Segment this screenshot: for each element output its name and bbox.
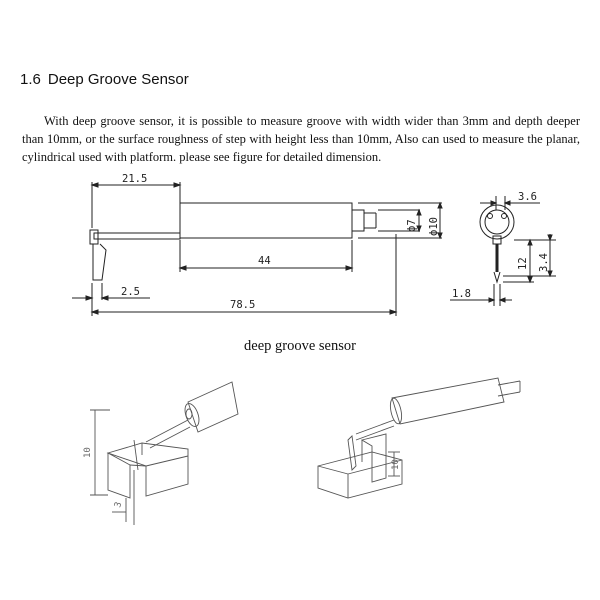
stylus-head — [89, 229, 99, 245]
section-number: 1.6 — [20, 71, 41, 88]
sensor-body — [179, 202, 353, 239]
iso-right-illustration — [317, 377, 521, 499]
dim-21-5: 21.5 — [122, 173, 147, 185]
end-view-outer-circle — [479, 204, 515, 240]
iso-right-sensor — [391, 377, 505, 425]
iso-dim-10-left: 10 — [83, 447, 93, 458]
section-heading: 1.6 Deep Groove Sensor — [20, 71, 189, 88]
sensor-stylus-rod — [93, 232, 181, 240]
dim-1-8: 1.8 — [452, 288, 471, 300]
dim-2-5: 2.5 — [121, 286, 140, 298]
dim-3-4: 3.4 — [538, 253, 550, 272]
dim-3-6: 3.6 — [518, 191, 537, 203]
description-paragraph: With deep groove sensor, it is possible … — [22, 112, 580, 166]
dim-phi7: ϕ7 — [406, 219, 418, 232]
section-title: Deep Groove Sensor — [47, 71, 189, 88]
iso-left-block — [106, 442, 189, 497]
iso-left-sensor — [187, 381, 239, 433]
iso-left-illustration — [90, 381, 239, 525]
description-text: With deep groove sensor, it is possible … — [22, 114, 580, 164]
end-view-tip — [493, 271, 501, 284]
iso-right-block — [317, 451, 403, 499]
dim-phi10: ϕ10 — [428, 217, 440, 236]
iso-dim-3: 3 — [113, 501, 124, 509]
dim-44: 44 — [258, 255, 271, 267]
end-view-inner-circle — [484, 209, 510, 235]
dim-12: 12 — [517, 257, 529, 270]
dim-78-5: 78.5 — [230, 299, 255, 311]
iso-dim-10-right: 10 — [391, 459, 401, 470]
sensor-side-view — [72, 182, 443, 316]
figure-caption: deep groove sensor — [244, 338, 356, 354]
probe-tip — [92, 243, 107, 281]
sensor-connector — [351, 209, 365, 232]
sensor-end-view — [450, 196, 556, 306]
